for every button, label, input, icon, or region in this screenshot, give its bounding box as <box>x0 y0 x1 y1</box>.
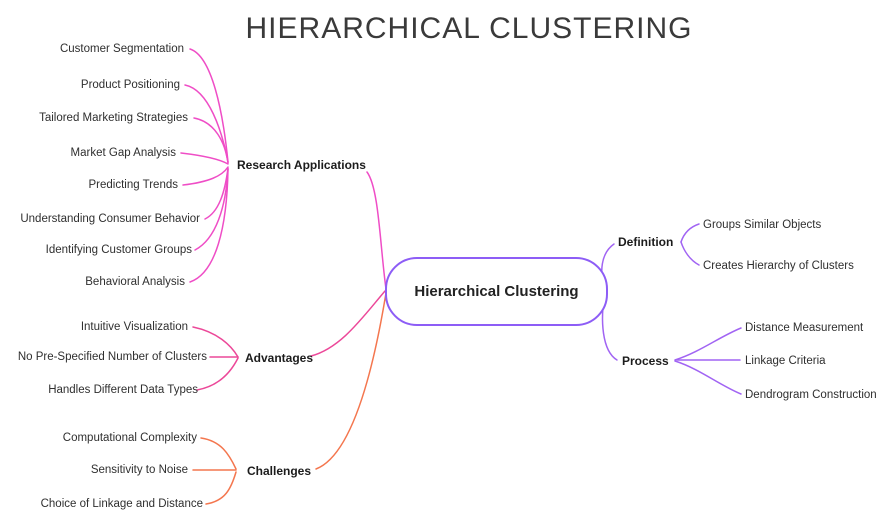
central-node: Hierarchical Clustering <box>385 257 608 326</box>
edge-predicting-trends <box>182 166 229 186</box>
leaf-no-pre-specified-number-of-clusters: No Pre-Specified Number of Clusters <box>17 351 207 363</box>
edge-distance-measurement <box>674 327 742 361</box>
leaf-product-positioning: Product Positioning <box>80 79 180 91</box>
leaf-dendrogram-construction: Dendrogram Construction <box>745 389 877 401</box>
branch-label-process: Process <box>622 354 669 368</box>
leaf-behavioral-analysis: Behavioral Analysis <box>85 276 185 288</box>
edge-groups-similar-objects <box>680 223 700 243</box>
leaf-groups-similar-objects: Groups Similar Objects <box>703 219 822 231</box>
edge-market-gap-analysis <box>180 152 229 165</box>
leaf-market-gap-analysis: Market Gap Analysis <box>70 147 176 159</box>
leaf-understanding-consumer-behavior: Understanding Consumer Behavior <box>20 213 200 225</box>
leaf-predicting-trends: Predicting Trends <box>88 179 179 191</box>
edge-research-applications-to-center <box>366 171 387 290</box>
branch-label-challenges: Challenges <box>247 464 312 478</box>
edge-computational-complexity <box>200 437 237 470</box>
leaf-intuitive-visualization: Intuitive Visualization <box>80 321 188 333</box>
diagram-title: HIERARCHICAL CLUSTERING <box>245 12 693 45</box>
leaf-computational-complexity: Computational Complexity <box>62 432 197 444</box>
edge-advantages-to-center <box>310 290 386 357</box>
branch-label-advantages: Advantages <box>245 351 314 365</box>
leaf-customer-segmentation: Customer Segmentation <box>59 43 184 55</box>
leaf-handles-different-data-types: Handles Different Data Types <box>48 384 198 396</box>
edge-customer-segmentation <box>189 48 229 163</box>
edge-creates-hierarchy <box>680 241 700 266</box>
leaf-choice-of-linkage-and-distance: Choice of Linkage and Distance <box>40 498 203 510</box>
edge-challenges-to-center <box>315 292 387 470</box>
edge-handles-different-data-types <box>196 357 239 391</box>
branch-label-definition: Definition <box>618 235 674 249</box>
edge-identifying-customer-groups <box>194 168 229 251</box>
leaf-identifying-customer-groups: Identifying Customer Groups <box>45 244 192 256</box>
edge-behavioral-analysis <box>189 168 229 283</box>
leaf-sensitivity-to-noise: Sensitivity to Noise <box>90 464 188 476</box>
leaf-linkage-criteria: Linkage Criteria <box>745 355 826 367</box>
edge-intuitive-visualization <box>192 326 239 358</box>
edge-choice-of-linkage <box>205 471 237 505</box>
leaf-creates-hierarchy-of-clusters: Creates Hierarchy of Clusters <box>703 260 854 272</box>
edge-dendrogram-construction <box>674 360 742 395</box>
edge-tailored-marketing-strategies <box>193 117 229 164</box>
branch-label-research-applications: Research Applications <box>237 158 366 172</box>
leaf-tailored-marketing-strategies: Tailored Marketing Strategies <box>39 112 188 124</box>
leaf-distance-measurement: Distance Measurement <box>745 322 864 334</box>
